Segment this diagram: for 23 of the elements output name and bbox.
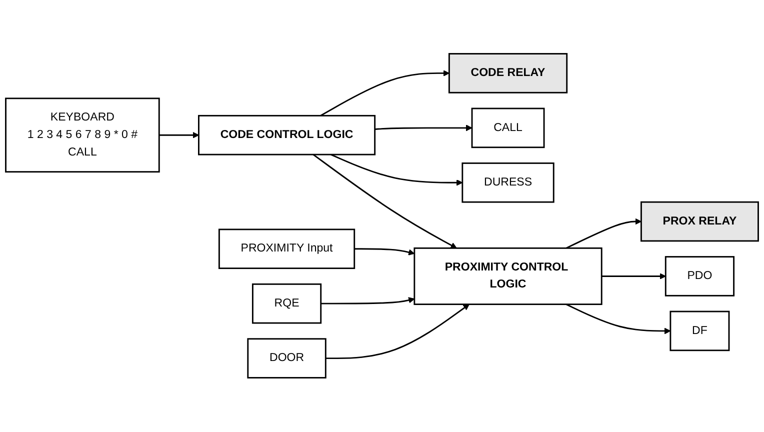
node-box: RQE [252, 284, 322, 324]
node-box: CALL [471, 108, 545, 148]
arrow [566, 304, 671, 334]
arrow [326, 304, 470, 360]
arrow [330, 154, 463, 186]
node-box: PROXIMITY Input [218, 228, 356, 270]
node-box: DURESS [462, 162, 554, 204]
node-box: DOOR [247, 338, 326, 379]
arrow [374, 125, 472, 132]
node-box: PROXIMITY CONTROL LOGIC [414, 248, 602, 306]
arrow [602, 273, 666, 280]
arrow [320, 70, 450, 117]
node-box: CODE RELAY [448, 53, 568, 94]
node-box: PDO [664, 256, 735, 297]
node-box: DF [670, 311, 730, 352]
arrow [566, 218, 642, 250]
arrow [320, 297, 415, 305]
node-box: KEYBOARD 1 2 3 4 5 6 7 8 9 * 0 # CALL [5, 98, 160, 173]
arrow [159, 132, 200, 139]
arrow [312, 154, 457, 249]
node-box: PROX RELAY [640, 202, 759, 242]
arrow [354, 248, 415, 256]
node-box: CODE CONTROL LOGIC [198, 115, 376, 156]
